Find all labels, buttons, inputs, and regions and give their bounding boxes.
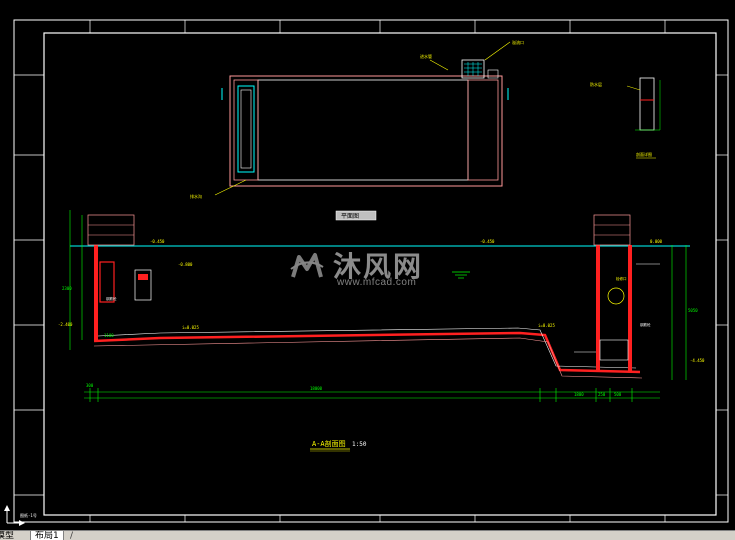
svg-text:1100: 1100 bbox=[104, 333, 114, 338]
corner-tag: 图纸-1号 bbox=[20, 512, 37, 518]
svg-text:2300: 2300 bbox=[62, 286, 72, 291]
mfcad-logo-icon bbox=[290, 253, 324, 278]
section-scale: 1:50 bbox=[352, 441, 367, 448]
svg-text:排水沟: 排水沟 bbox=[190, 193, 202, 199]
pool-section-view: -0.450 -0.800 -0.450 0.000 -2.400 -4.450… bbox=[58, 210, 705, 402]
svg-text:250: 250 bbox=[598, 392, 606, 397]
frame-grid-ticks bbox=[14, 20, 728, 522]
svg-text:500: 500 bbox=[614, 392, 622, 397]
svg-text:检修口: 检修口 bbox=[616, 276, 627, 281]
svg-text:5050: 5050 bbox=[688, 308, 698, 313]
plan-label: 平面图 bbox=[341, 213, 359, 220]
section-label-box bbox=[335, 210, 377, 221]
watermark-brand-cn: 沐风网 bbox=[333, 250, 424, 283]
section-title: A-A剖面图 bbox=[312, 439, 346, 448]
ucs-icon bbox=[4, 505, 25, 526]
svg-text:i=0.025: i=0.025 bbox=[538, 323, 555, 328]
svg-text:钢筋砼: 钢筋砼 bbox=[640, 322, 651, 327]
pool-plan-view: 溢流口 进水管 排水沟 bbox=[190, 39, 524, 199]
tab-layout1[interactable]: 布局1 bbox=[30, 531, 64, 540]
watermark-url: www.mfcad.com bbox=[337, 277, 417, 288]
svg-text:-0.800: -0.800 bbox=[178, 262, 193, 267]
svg-text:-0.450: -0.450 bbox=[150, 239, 165, 244]
svg-text:i=0.025: i=0.025 bbox=[182, 325, 199, 330]
svg-text:剖面详图: 剖面详图 bbox=[636, 151, 652, 157]
brand-watermark: 沐风网 www.mfcad.com bbox=[287, 245, 457, 290]
tab-separator: / bbox=[70, 531, 74, 540]
layout-tab-bar: 模型 布局1 / bbox=[0, 530, 735, 540]
svg-text:钢筋砼: 钢筋砼 bbox=[106, 296, 117, 301]
svg-text:防水层: 防水层 bbox=[590, 81, 602, 87]
tab-model[interactable]: 模型 bbox=[0, 531, 15, 540]
svg-text:-2.400: -2.400 bbox=[58, 322, 73, 327]
svg-text:溢流口: 溢流口 bbox=[512, 39, 524, 45]
svg-text:18000: 18000 bbox=[310, 386, 323, 391]
sheet-outer-frame bbox=[13, 19, 729, 523]
detail-view: 防水层 剖面详图 bbox=[590, 77, 661, 159]
svg-text:1800: 1800 bbox=[574, 392, 584, 397]
svg-text:300: 300 bbox=[86, 383, 94, 388]
svg-text:进水管: 进水管 bbox=[420, 53, 432, 59]
svg-text:0.000: 0.000 bbox=[650, 239, 663, 244]
svg-text:-4.450: -4.450 bbox=[690, 358, 705, 363]
svg-text:-0.450: -0.450 bbox=[480, 239, 495, 244]
